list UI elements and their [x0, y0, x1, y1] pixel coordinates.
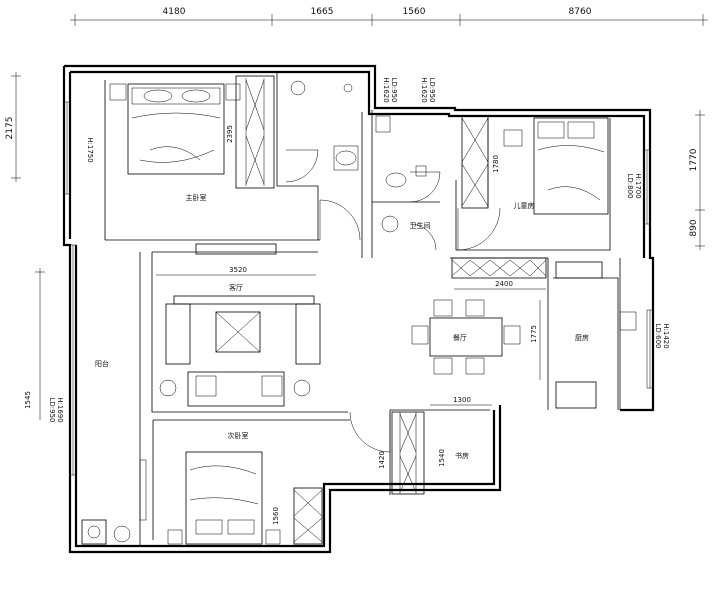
dining-table	[411, 299, 521, 375]
bath-fixtures	[290, 80, 427, 233]
wardrobes	[235, 75, 547, 545]
dim-int-3520: 3520	[229, 266, 247, 274]
window-tag-balcony-b: H:1690	[56, 397, 64, 422]
second-bed	[167, 451, 281, 545]
label-living-room: 客厅	[229, 283, 243, 292]
dim-int-2395: 2395	[226, 125, 234, 143]
sink-circle	[290, 80, 306, 96]
label-second-bedroom: 次卧室	[228, 431, 249, 440]
label-master-bedroom: 主卧室	[186, 193, 207, 202]
dim-left-partial: 1545	[24, 391, 32, 409]
dim-int-1420: 1420	[378, 451, 386, 469]
label-bath: 卫生间	[410, 221, 431, 230]
label-balcony: 阳台	[95, 359, 109, 368]
dim-top-1: 4180	[163, 7, 186, 17]
interior-walls	[104, 72, 621, 545]
dim-int-1780: 1780	[492, 155, 500, 173]
window-tag-bath-d: LD:950	[428, 77, 436, 102]
window-tag-balcony-a: LD:950	[48, 397, 56, 422]
master-bed	[109, 83, 241, 175]
label-study: 书房	[455, 451, 469, 460]
dim-right-2: 890	[689, 219, 699, 236]
living-room-furniture	[159, 243, 321, 407]
window-tags: H:1750 H:1620 LD:950 H:1620 LD:950 LD:80…	[48, 77, 670, 422]
balcony-fixtures	[81, 519, 131, 545]
label-kitchen: 厨房	[575, 333, 589, 342]
window-tag-kids-a: LD:800	[626, 173, 634, 198]
window-tag-bath-b: LD:950	[390, 77, 398, 102]
dim-int-2400: 2400	[495, 280, 513, 288]
dim-int-1775: 1775	[530, 325, 538, 343]
window-tag-kitchen-b: H:1420	[662, 323, 670, 348]
doors	[285, 149, 501, 453]
interior-dimensions: 2395 3520 2400 1780 1775 1300 1420 1540 …	[156, 125, 546, 525]
kids-bed	[503, 117, 609, 215]
right-dimension-line: 1770 890	[689, 110, 705, 250]
window-tag-bath-c: H:1620	[420, 77, 428, 102]
left-dimension-line: 2175 1545	[5, 72, 45, 420]
dim-int-1560: 1560	[272, 507, 280, 525]
dim-top-2: 1665	[311, 7, 334, 17]
window-tag-kids-b: H:1700	[634, 173, 642, 198]
dim-int-1540: 1540	[438, 449, 446, 467]
window-tag-kitchen-a: LD:600	[654, 323, 662, 348]
dim-left-1: 2175	[5, 117, 15, 140]
label-kids-room: 儿童房	[514, 201, 535, 210]
dim-top-4: 8760	[569, 7, 592, 17]
label-dining-room: 餐厅	[453, 333, 467, 342]
top-dimension-line: 4180 1665 1560 8760	[70, 7, 708, 26]
dim-top-3: 1560	[403, 7, 426, 17]
kitchen-fixtures	[555, 261, 637, 409]
room-labels: 主卧室 儿童房 卫生间 客厅 餐厅 阳台 次卧室 书房 厨房	[95, 193, 589, 460]
window-tag-bath-a: H:1620	[382, 77, 390, 102]
window-tag-master: H:1750	[86, 137, 94, 162]
dim-int-1300: 1300	[453, 396, 471, 404]
windows	[63, 101, 654, 521]
dim-right-1: 1770	[689, 148, 699, 171]
